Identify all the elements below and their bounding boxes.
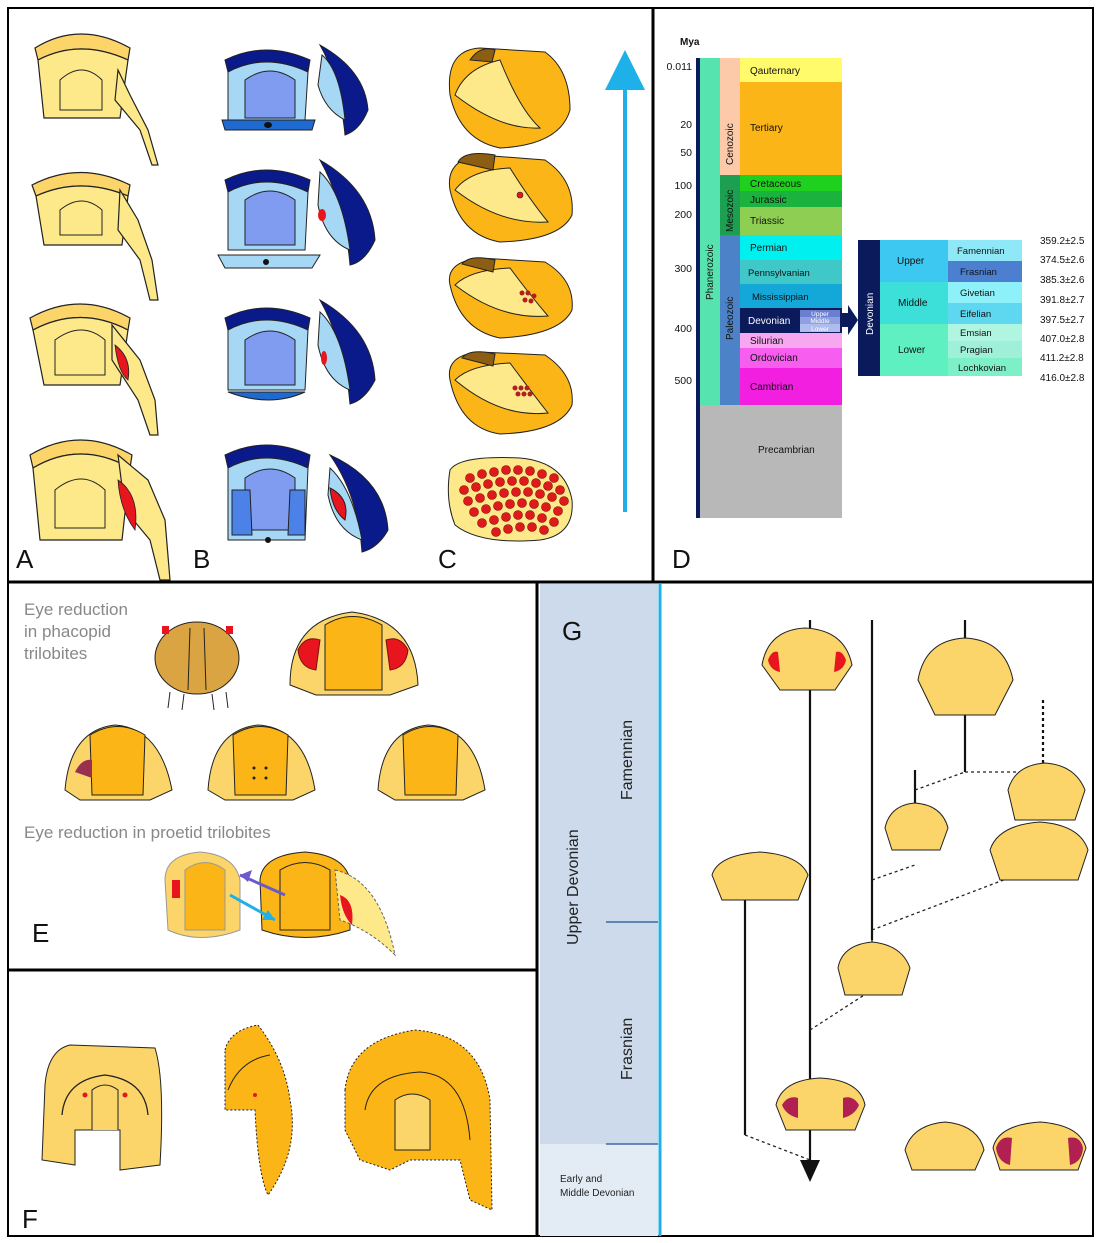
period-cretaceous: Cretaceous xyxy=(750,179,801,190)
period-tertiary: Tertiary xyxy=(750,123,783,134)
age-5: 407.0±2.8 xyxy=(1040,334,1085,345)
phacopid-title-line1: Eye reduction xyxy=(24,600,128,619)
tick-200: 200 xyxy=(674,209,692,221)
age-2: 385.3±2.6 xyxy=(1040,275,1085,286)
geologic-timescale: Mya 0.011 20 50 100 200 300 400 500 Phan… xyxy=(667,37,1085,518)
period-ordovician: Ordovician xyxy=(750,353,798,364)
period-quaternary: Qauternary xyxy=(750,66,800,77)
mya-label: Mya xyxy=(680,37,700,48)
period-silurian: Silurian xyxy=(750,336,783,347)
age-6: 411.2±2.8 xyxy=(1040,353,1084,364)
tick-20: 20 xyxy=(680,119,692,131)
panel-f-drawings xyxy=(42,1025,492,1210)
label-d: D xyxy=(672,544,691,574)
period-triassic: Triassic xyxy=(750,216,784,227)
epoch-middle: Middle xyxy=(898,298,928,309)
epoch-lower: Lower xyxy=(898,345,926,356)
epoch-upper-devonian: Upper Devonian xyxy=(565,829,582,945)
age-7: 416.0±2.8 xyxy=(1040,373,1085,384)
panel-c-drawings xyxy=(448,48,625,541)
epoch-upper: Upper xyxy=(897,256,925,267)
age-0: 359.2±2.5 xyxy=(1040,236,1085,247)
stage-givetian: Givetian xyxy=(960,288,995,299)
tick-0011: 0.011 xyxy=(667,61,693,73)
devonian-upper-mini: Upper xyxy=(811,311,830,318)
stage-pragian: Pragian xyxy=(960,345,993,356)
age-4: 397.5±2.7 xyxy=(1040,315,1085,326)
period-jurassic: Jurassic xyxy=(750,195,787,206)
panel-a-drawings xyxy=(30,34,170,580)
tick-300: 300 xyxy=(674,263,692,275)
period-mississippian: Mississippian xyxy=(752,292,809,303)
period-cambrian: Cambrian xyxy=(750,382,793,393)
stage-frasnian-g: Frasnian xyxy=(619,1018,636,1080)
tick-500: 500 xyxy=(674,375,692,387)
period-precambrian: Precambrian xyxy=(758,445,815,456)
devonian-lower-mini: Lower xyxy=(811,326,830,333)
age-3: 391.8±2.7 xyxy=(1040,295,1085,306)
devonian-detail-title: Devonian xyxy=(865,293,876,335)
stage-frasnian: Frasnian xyxy=(960,267,997,278)
stage-famennian: Famennian xyxy=(957,246,1005,257)
panel-b-drawings xyxy=(218,45,388,552)
age-1: 374.5±2.6 xyxy=(1040,255,1085,266)
label-g: G xyxy=(562,616,582,646)
panel-e-drawings: Eye reduction in phacopid trilobites Eye… xyxy=(24,600,485,955)
era-paleozoic: Paleozoic xyxy=(725,297,736,340)
label-c: C xyxy=(438,544,457,574)
period-permian: Permian xyxy=(750,243,787,254)
early-devonian-line1: Early and xyxy=(560,1174,602,1185)
label-e: E xyxy=(32,918,49,948)
label-b: B xyxy=(193,544,210,574)
tick-400: 400 xyxy=(674,323,692,335)
label-a: A xyxy=(16,544,34,574)
phacopid-title-line3: trilobites xyxy=(24,644,87,663)
tick-50: 50 xyxy=(680,147,692,159)
era-cenozoic: Cenozoic xyxy=(725,123,736,165)
stage-emsian: Emsian xyxy=(960,328,992,339)
eon-phanerozoic: Phanerozoic xyxy=(705,244,716,300)
stage-famennian-g: Famennian xyxy=(619,720,636,800)
tick-100: 100 xyxy=(674,180,692,192)
devonian-middle-mini: Middle xyxy=(810,318,830,325)
phacopid-title-line2: in phacopid xyxy=(24,622,111,641)
stage-eifelian: Eifelian xyxy=(960,309,991,320)
period-devonian: Devonian xyxy=(748,316,790,327)
period-pennsylvanian: Pennsylvanian xyxy=(748,268,810,279)
early-devonian-line2: Middle Devonian xyxy=(560,1188,635,1199)
proetid-title: Eye reduction in proetid trilobites xyxy=(24,823,271,842)
label-f: F xyxy=(22,1204,38,1234)
stage-lochkovian: Lochkovian xyxy=(958,363,1006,374)
panel-g-drawings: G Upper Devonian Famennian Frasnian Earl… xyxy=(540,584,1088,1236)
era-mesozoic: Mesozoic xyxy=(725,190,736,232)
